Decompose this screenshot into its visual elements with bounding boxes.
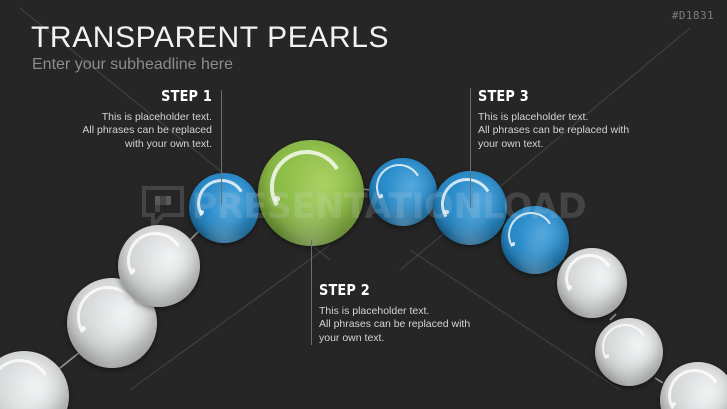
pearl-lower-sheen bbox=[501, 206, 569, 274]
pearl-highlight bbox=[559, 249, 620, 309]
pearl-highlight bbox=[503, 207, 560, 264]
pearl-lower-sheen bbox=[595, 318, 663, 386]
pearl-highlight-dot bbox=[199, 210, 204, 214]
pearl-green-center[interactable] bbox=[258, 140, 364, 246]
pearl-blue-left[interactable] bbox=[189, 173, 259, 243]
slide-title: TRANSPARENT PEARLS bbox=[31, 21, 390, 54]
pearl-grey-left-upper[interactable] bbox=[118, 225, 200, 307]
pearl-highlight-dot bbox=[605, 354, 610, 358]
pearl-highlight-dot bbox=[274, 196, 281, 202]
pearl-lower-sheen bbox=[118, 225, 200, 307]
pearl-blue-right-3[interactable] bbox=[501, 206, 569, 274]
step-1-heading: STEP 1 bbox=[161, 87, 212, 105]
pearl-highlight-dot bbox=[80, 325, 86, 331]
pearl-lower-sheen bbox=[369, 158, 437, 226]
pearl-highlight-dot bbox=[671, 402, 676, 407]
document-id: #D1831 bbox=[671, 9, 714, 22]
pearl-grey-right-upper[interactable] bbox=[557, 248, 627, 318]
speech-bubble-p-logo-icon bbox=[141, 186, 184, 229]
pearl-grey-bottom-left-outer[interactable] bbox=[0, 351, 69, 409]
pearl-highlight bbox=[120, 226, 190, 296]
pearl-lower-sheen bbox=[189, 173, 259, 243]
step-2-block[interactable]: STEP 2 This is placeholder text. All phr… bbox=[319, 281, 519, 345]
slide-subtitle[interactable]: Enter your subheadline here bbox=[32, 56, 234, 73]
pearl-lower-sheen bbox=[557, 248, 627, 318]
pearl-highlight-dot bbox=[567, 285, 572, 289]
pearl-lower-sheen bbox=[258, 140, 364, 246]
pearl-highlight bbox=[662, 363, 727, 409]
pearl-highlight bbox=[261, 141, 352, 232]
pearl-highlight-dot bbox=[379, 194, 384, 198]
step-3-heading: STEP 3 bbox=[478, 87, 529, 105]
pearl-highlight-dot bbox=[444, 210, 449, 215]
pearl-lower-sheen bbox=[660, 362, 727, 409]
step-2-body[interactable]: This is placeholder text. All phrases ca… bbox=[319, 304, 471, 344]
step-3-block[interactable]: STEP 3 This is placeholder text. All phr… bbox=[478, 87, 678, 151]
pearl-highlight bbox=[371, 159, 428, 216]
pearl-highlight bbox=[597, 319, 654, 376]
pearl-highlight bbox=[435, 172, 499, 236]
step-1-block[interactable]: STEP 1 This is placeholder text. All phr… bbox=[20, 87, 212, 151]
step-2-connector-line bbox=[311, 240, 312, 345]
step-3-body[interactable]: This is placeholder text. All phrases ca… bbox=[478, 110, 630, 150]
pearl-lower-sheen bbox=[0, 351, 69, 409]
pearl-grey-bottom-right-outer[interactable] bbox=[660, 362, 727, 409]
pearl-highlight-dot bbox=[130, 268, 136, 273]
pearl-highlight-dot bbox=[511, 242, 516, 246]
step-1-body[interactable]: This is placeholder text. All phrases ca… bbox=[82, 110, 212, 150]
pearl-grey-right-lower[interactable] bbox=[595, 318, 663, 386]
step-3-connector-line bbox=[470, 88, 471, 208]
step-2-heading: STEP 2 bbox=[319, 281, 370, 299]
pearl-blue-right-1[interactable] bbox=[369, 158, 437, 226]
step-1-connector-line bbox=[221, 90, 222, 205]
pearl-highlight bbox=[0, 352, 58, 409]
